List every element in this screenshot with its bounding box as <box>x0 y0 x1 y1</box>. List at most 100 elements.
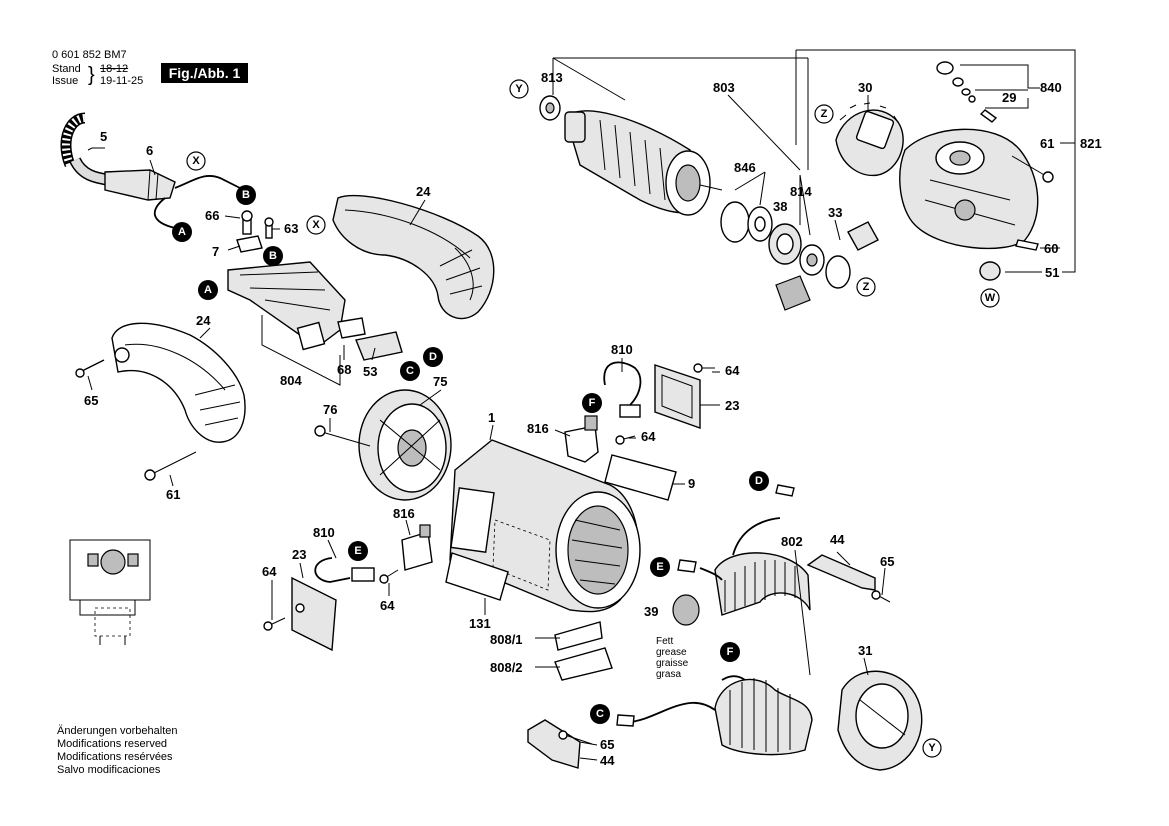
label-60: 60 <box>1044 241 1058 256</box>
label-65-right: 65 <box>880 554 894 569</box>
label-810-upper: 810 <box>611 342 633 357</box>
label-803: 803 <box>713 80 735 95</box>
ring-z <box>825 255 851 289</box>
svg-text:D: D <box>755 475 763 487</box>
label-64-a: 64 <box>725 363 740 378</box>
svg-text:W: W <box>985 292 996 304</box>
marker-d-switch: D <box>423 347 443 367</box>
label-44-upper: 44 <box>830 532 845 547</box>
svg-text:F: F <box>589 397 596 409</box>
label-38: 38 <box>773 199 787 214</box>
bracket-44-upper <box>806 554 891 603</box>
carbon-brush-upper <box>603 361 642 418</box>
washer-814 <box>747 206 773 242</box>
stand-value: 18-12 <box>100 63 129 75</box>
screw-76 <box>314 425 371 447</box>
svg-text:D: D <box>429 351 437 363</box>
wiring-schematic <box>69 539 151 645</box>
label-65-lower: 65 <box>600 737 614 752</box>
issue-value: 19-11-25 <box>100 75 144 87</box>
label-808-1 <box>554 621 603 651</box>
screw-61-left <box>144 451 197 481</box>
spindle-lock-840 <box>936 61 976 103</box>
ref-circle-x-handle: X <box>306 215 326 235</box>
label-39: 39 <box>644 604 658 619</box>
grease-note: Fett grease graisse grasa <box>656 636 689 680</box>
power-cable <box>60 112 111 186</box>
label-24-lower: 24 <box>196 313 211 328</box>
retaining-ring-846 <box>720 201 750 243</box>
connector-d <box>775 484 795 497</box>
label-68: 68 <box>337 362 351 377</box>
label-814: 814 <box>790 184 812 199</box>
bearing-813 <box>539 95 561 121</box>
end-shield <box>358 389 452 501</box>
label-63: 63 <box>284 221 298 236</box>
label-53: 53 <box>363 364 377 379</box>
cover-lower <box>291 576 337 652</box>
label-64-c: 64 <box>380 598 395 613</box>
marker-f-brush: F <box>582 393 602 413</box>
label-64-d: 64 <box>262 564 277 579</box>
marker-f-coil: F <box>720 642 740 662</box>
ref-circle-z-ring: Z <box>856 277 876 297</box>
label-9: 9 <box>688 476 695 491</box>
bevel-gear <box>835 102 904 177</box>
svg-text:B: B <box>242 189 250 201</box>
label-1: 1 <box>488 410 495 425</box>
brace: } <box>88 64 95 86</box>
brush-holder-upper <box>564 415 599 463</box>
stand-label: Stand <box>52 63 81 75</box>
bearing-38 <box>768 223 802 265</box>
bearing-inner <box>799 244 825 276</box>
label-131 <box>445 552 509 601</box>
issue-label: Issue <box>52 75 79 87</box>
label-7: 7 <box>212 244 219 259</box>
bracket-44-lower <box>527 719 593 769</box>
label-33: 33 <box>828 205 842 220</box>
label-6: 6 <box>146 143 153 158</box>
label-29: 29 <box>1002 90 1016 105</box>
label-816-upper: 816 <box>527 421 549 436</box>
pin-29 <box>979 109 998 123</box>
screw-60 <box>1015 239 1039 251</box>
label-61-left: 61 <box>166 487 180 502</box>
field-coil-lower <box>629 675 813 756</box>
marker-e-coil: E <box>650 557 670 577</box>
cover-upper <box>654 364 701 429</box>
screw-61-right <box>1011 155 1054 183</box>
label-804: 804 <box>280 373 302 388</box>
label-9 <box>604 454 677 501</box>
label-131: 131 <box>469 616 491 631</box>
svg-text:E: E <box>656 561 663 573</box>
pad-33 <box>847 221 879 251</box>
marker-d-coil: D <box>749 471 769 491</box>
svg-text:Y: Y <box>928 742 936 754</box>
svg-text:X: X <box>312 219 320 231</box>
label-813: 813 <box>541 70 563 85</box>
svg-text:C: C <box>596 708 604 720</box>
label-810-lower: 810 <box>313 525 335 540</box>
svg-text:B: B <box>269 250 277 262</box>
switch-assembly <box>227 261 403 386</box>
svg-text:Z: Z <box>863 281 870 293</box>
cap-51 <box>979 261 1001 281</box>
label-821: 821 <box>1080 136 1102 151</box>
part-number: 0 601 852 BM7 <box>52 49 127 61</box>
svg-text:Y: Y <box>515 83 523 95</box>
marker-c-coil: C <box>590 704 610 724</box>
brush-holder-lower <box>401 524 433 571</box>
needle-bearing <box>775 275 811 311</box>
ref-circle-y-top: Y <box>509 79 529 99</box>
note-en: Modifications reserved <box>57 738 168 750</box>
end-cover <box>837 670 923 771</box>
label-840: 840 <box>1040 80 1062 95</box>
label-30: 30 <box>858 80 872 95</box>
cable-sleeve <box>104 169 241 229</box>
label-44-lower: 44 <box>600 753 615 768</box>
label-808-2-text: 808/2 <box>490 660 523 675</box>
figure-badge: Fig./Abb. 1 <box>161 63 248 83</box>
label-75: 75 <box>433 374 447 389</box>
marker-b-switch: B <box>263 246 283 266</box>
